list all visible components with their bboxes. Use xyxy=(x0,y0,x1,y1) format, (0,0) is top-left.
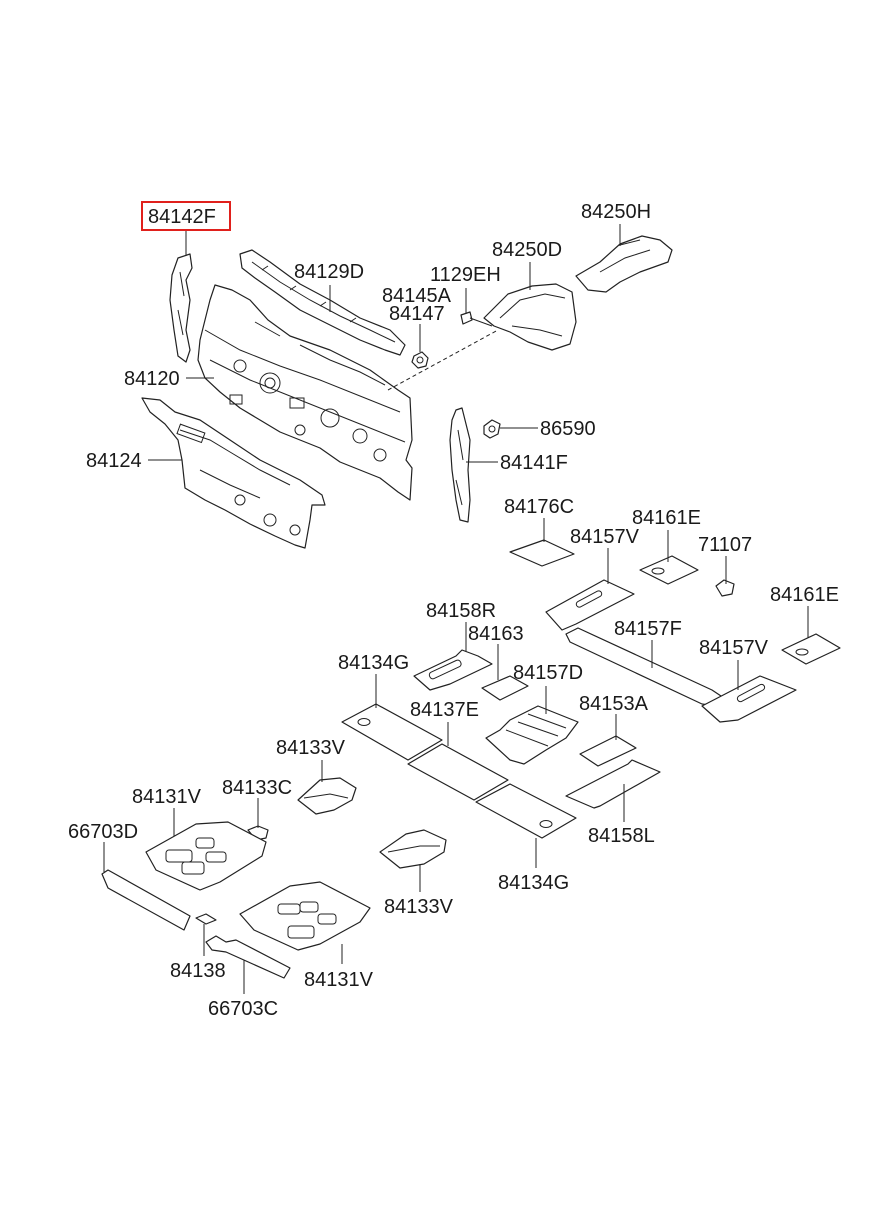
part-84161E-a[interactable] xyxy=(639,555,699,585)
part-84158R[interactable] xyxy=(413,649,493,691)
label-84138[interactable]: 84138 xyxy=(170,960,226,982)
callout-labels: 84142F 84250H 84250D 84129D 1129EH 84145… xyxy=(68,201,839,1020)
part-84131V-a[interactable] xyxy=(145,821,267,891)
part-84124[interactable] xyxy=(141,397,326,549)
label-84137E[interactable]: 84137E xyxy=(410,699,479,721)
part-66703C[interactable] xyxy=(205,935,291,979)
label-84124[interactable]: 84124 xyxy=(86,450,142,472)
part-84129D[interactable] xyxy=(239,249,406,356)
label-84158R[interactable]: 84158R xyxy=(426,600,496,622)
part-84133V-a[interactable] xyxy=(297,777,357,815)
label-84120[interactable]: 84120 xyxy=(124,368,180,390)
label-84176C[interactable]: 84176C xyxy=(504,496,574,518)
part-84153A[interactable] xyxy=(579,735,637,767)
label-84141F[interactable]: 84141F xyxy=(500,452,568,474)
label-84134G-b[interactable]: 84134G xyxy=(498,872,569,894)
part-84120[interactable] xyxy=(197,284,413,501)
label-84157F[interactable]: 84157F xyxy=(614,618,682,640)
part-84250H[interactable] xyxy=(575,235,673,293)
highlight-box xyxy=(141,201,231,231)
label-84250D[interactable]: 84250D xyxy=(492,239,562,261)
label-84131V-b[interactable]: 84131V xyxy=(304,969,374,991)
label-84134G-a[interactable]: 84134G xyxy=(338,652,409,674)
dashed-guide-line xyxy=(387,329,499,391)
part-66703D[interactable] xyxy=(101,869,191,931)
part-84157D[interactable] xyxy=(485,705,579,765)
label-86590[interactable]: 86590 xyxy=(540,418,596,440)
part-71107[interactable] xyxy=(715,579,735,597)
label-84147[interactable]: 84147 xyxy=(389,303,445,325)
part-84158L[interactable] xyxy=(565,759,661,809)
part-84134G-a[interactable] xyxy=(341,703,443,761)
part-84163[interactable] xyxy=(481,675,529,701)
label-84129D[interactable]: 84129D xyxy=(294,261,364,283)
part-84147[interactable] xyxy=(411,351,429,369)
part-1129EH[interactable] xyxy=(460,311,493,327)
label-84145A[interactable]: 84145A xyxy=(382,285,452,307)
part-84138[interactable] xyxy=(195,913,217,925)
label-84157V-a[interactable]: 84157V xyxy=(570,526,640,548)
part-84176C[interactable] xyxy=(509,539,575,567)
label-1129EH[interactable]: 1129EH xyxy=(430,264,501,286)
label-84163[interactable]: 84163 xyxy=(468,623,524,645)
part-86590[interactable] xyxy=(483,419,501,439)
leader-lines xyxy=(103,224,809,994)
label-84153A[interactable]: 84153A xyxy=(579,693,649,715)
part-84133V-b[interactable] xyxy=(379,829,447,869)
label-84161E-a[interactable]: 84161E xyxy=(632,507,701,529)
label-84158L[interactable]: 84158L xyxy=(588,825,655,847)
label-84161E-b[interactable]: 84161E xyxy=(770,584,839,606)
part-84161E-b[interactable] xyxy=(781,633,841,665)
part-84137E[interactable] xyxy=(407,743,509,801)
label-84133C[interactable]: 84133C xyxy=(222,777,292,799)
part-84157V-a[interactable] xyxy=(545,579,635,631)
part-84134G-b[interactable] xyxy=(475,783,577,839)
part-84142F[interactable] xyxy=(169,253,193,363)
label-84133V-a[interactable]: 84133V xyxy=(276,737,346,759)
label-84157D[interactable]: 84157D xyxy=(513,662,583,684)
label-71107[interactable]: 71107 xyxy=(698,534,752,556)
part-84250D[interactable] xyxy=(483,283,577,351)
label-84131V-a[interactable]: 84131V xyxy=(132,786,202,808)
label-84250H[interactable]: 84250H xyxy=(581,201,651,223)
part-84157V-b[interactable] xyxy=(701,675,797,723)
label-66703C[interactable]: 66703C xyxy=(208,998,278,1020)
label-84142F[interactable]: 84142F xyxy=(148,206,216,228)
label-84157V-b[interactable]: 84157V xyxy=(699,637,769,659)
part-84141F[interactable] xyxy=(449,407,471,523)
part-84131V-b[interactable] xyxy=(239,881,371,951)
label-66703D[interactable]: 66703D xyxy=(68,821,138,843)
label-84133V-b[interactable]: 84133V xyxy=(384,896,454,918)
